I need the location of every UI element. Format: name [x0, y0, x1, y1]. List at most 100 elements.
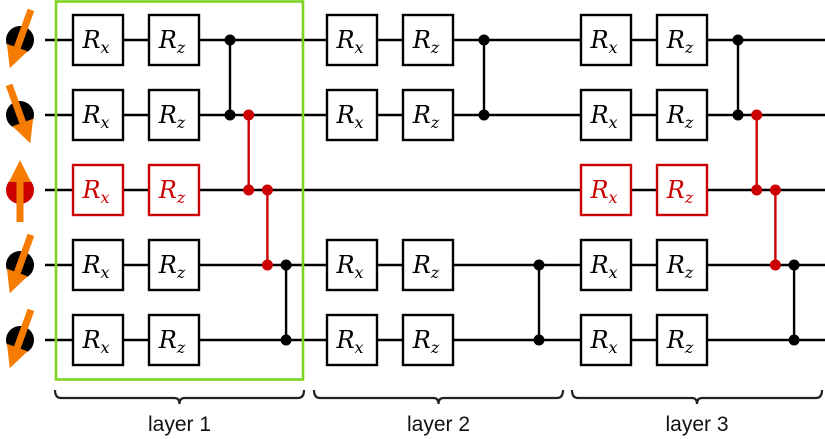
faulty-cz-gate[interactable] [751, 109, 763, 196]
spin-arrow-head [6, 268, 28, 294]
rz-gate-label: Rz [666, 101, 694, 132]
rz-gate-box[interactable] [655, 313, 709, 367]
rz-gate[interactable]: Rz [401, 13, 455, 67]
rx-gate[interactable]: Rx [71, 238, 125, 292]
rz-gate-label: Rz [158, 251, 186, 282]
rx-gate-symbol: R [335, 326, 354, 354]
rz-gate[interactable]: Rz [401, 238, 455, 292]
rx-gate[interactable]: Rx [579, 163, 633, 217]
rx-gate-box[interactable] [71, 163, 125, 217]
rx-gate[interactable]: Rx [579, 88, 633, 142]
rz-gate[interactable]: Rz [655, 313, 709, 367]
rz-gate[interactable]: Rz [655, 13, 709, 67]
rx-gate-box[interactable] [71, 88, 125, 142]
rz-gate[interactable]: Rz [147, 13, 201, 67]
cz-control-dot [478, 109, 490, 121]
faulty-cz-gate[interactable] [261, 184, 273, 271]
cz-control-dot [751, 184, 763, 196]
rz-gate-box[interactable] [147, 88, 201, 142]
rx-gate-box[interactable] [579, 163, 633, 217]
cz-gate[interactable] [732, 34, 744, 121]
rz-gate[interactable]: Rz [655, 238, 709, 292]
rz-gate-box[interactable] [147, 13, 201, 67]
rx-gate-label: Rx [589, 326, 617, 357]
rz-gate-box[interactable] [401, 88, 455, 142]
rx-gate-box[interactable] [579, 13, 633, 67]
layer-brace-path [53, 389, 306, 405]
rx-gate[interactable]: Rx [325, 88, 379, 142]
rz-gate-box[interactable] [655, 13, 709, 67]
rx-gate-label: Rx [335, 26, 363, 57]
rx-gate[interactable]: Rx [71, 88, 125, 142]
rx-gate-box[interactable] [325, 238, 379, 292]
rz-gate-label: Rz [666, 326, 694, 357]
rx-gate[interactable]: Rx [71, 313, 125, 367]
rz-gate-symbol: R [412, 326, 431, 354]
rz-gate[interactable]: Rz [655, 163, 709, 217]
rx-gate[interactable]: Rx [579, 238, 633, 292]
rx-gate[interactable]: Rx [579, 13, 633, 67]
rx-gate-subscript: x [609, 338, 618, 357]
spin-arrow-head [12, 118, 34, 144]
rz-gate[interactable]: Rz [147, 238, 201, 292]
cz-control-dot [769, 259, 781, 271]
rx-gate-symbol: R [589, 101, 608, 129]
rx-gate-box[interactable] [325, 313, 379, 367]
cz-control-dot [751, 109, 763, 121]
rx-gate-box[interactable] [325, 13, 379, 67]
cz-control-dot [243, 109, 255, 121]
rz-gate-box[interactable] [401, 313, 455, 367]
rx-gate-label: Rx [335, 251, 363, 282]
rx-gate[interactable]: Rx [325, 238, 379, 292]
spin-arrow-icon [6, 8, 35, 69]
rz-gate[interactable]: Rz [401, 88, 455, 142]
rz-gate-box[interactable] [655, 238, 709, 292]
rx-gate-box[interactable] [325, 88, 379, 142]
rz-gate[interactable]: Rz [147, 88, 201, 142]
rz-gate-box[interactable] [655, 163, 709, 217]
rx-gate[interactable]: Rx [325, 13, 379, 67]
qubit-spin-icons [5, 8, 35, 369]
layer-highlight-box [54, 0, 305, 381]
rx-gate-box[interactable] [579, 88, 633, 142]
rx-gate-box[interactable] [579, 313, 633, 367]
rx-gate-box[interactable] [579, 238, 633, 292]
cz-control-dot [280, 259, 292, 271]
cz-gate[interactable] [788, 259, 800, 346]
rz-gate-box[interactable] [655, 88, 709, 142]
faulty-cz-gate[interactable] [769, 184, 781, 271]
rx-gate-label: Rx [81, 251, 109, 282]
rz-gate[interactable]: Rz [147, 163, 201, 217]
cz-gate[interactable] [280, 259, 292, 346]
rx-gate-box[interactable] [71, 313, 125, 367]
spin-arrow-shaft [13, 233, 35, 274]
rz-gate-box[interactable] [401, 13, 455, 67]
rz-gate-box[interactable] [147, 313, 201, 367]
rz-gate-symbol: R [666, 101, 685, 129]
rz-gate[interactable]: Rz [655, 88, 709, 142]
spin-arrow-head [9, 160, 31, 182]
rx-gate[interactable]: Rx [579, 313, 633, 367]
rz-gate-box[interactable] [401, 238, 455, 292]
qubit-spin-icon [5, 83, 34, 144]
cz-gate[interactable] [478, 34, 490, 121]
cz-control-dot [732, 34, 744, 46]
rx-gate-label: Rx [589, 176, 617, 207]
rx-gate-subscript: x [609, 263, 618, 282]
rx-gate-label: Rx [589, 101, 617, 132]
cz-gate[interactable] [224, 34, 236, 121]
rz-gate-box[interactable] [147, 238, 201, 292]
cz-gate[interactable] [533, 259, 545, 346]
rz-gate[interactable]: Rz [147, 313, 201, 367]
rx-gate-box[interactable] [71, 13, 125, 67]
rx-gate[interactable]: Rx [325, 313, 379, 367]
rx-gate[interactable]: Rx [71, 13, 125, 67]
rz-gate-label: Rz [412, 251, 440, 282]
faulty-cz-gate[interactable] [243, 109, 255, 196]
rx-gate[interactable]: Rx [71, 163, 125, 217]
cz-control-dot [533, 334, 545, 346]
rz-gate-box[interactable] [147, 163, 201, 217]
cz-control-dot [261, 184, 273, 196]
rx-gate-box[interactable] [71, 238, 125, 292]
rz-gate[interactable]: Rz [401, 313, 455, 367]
